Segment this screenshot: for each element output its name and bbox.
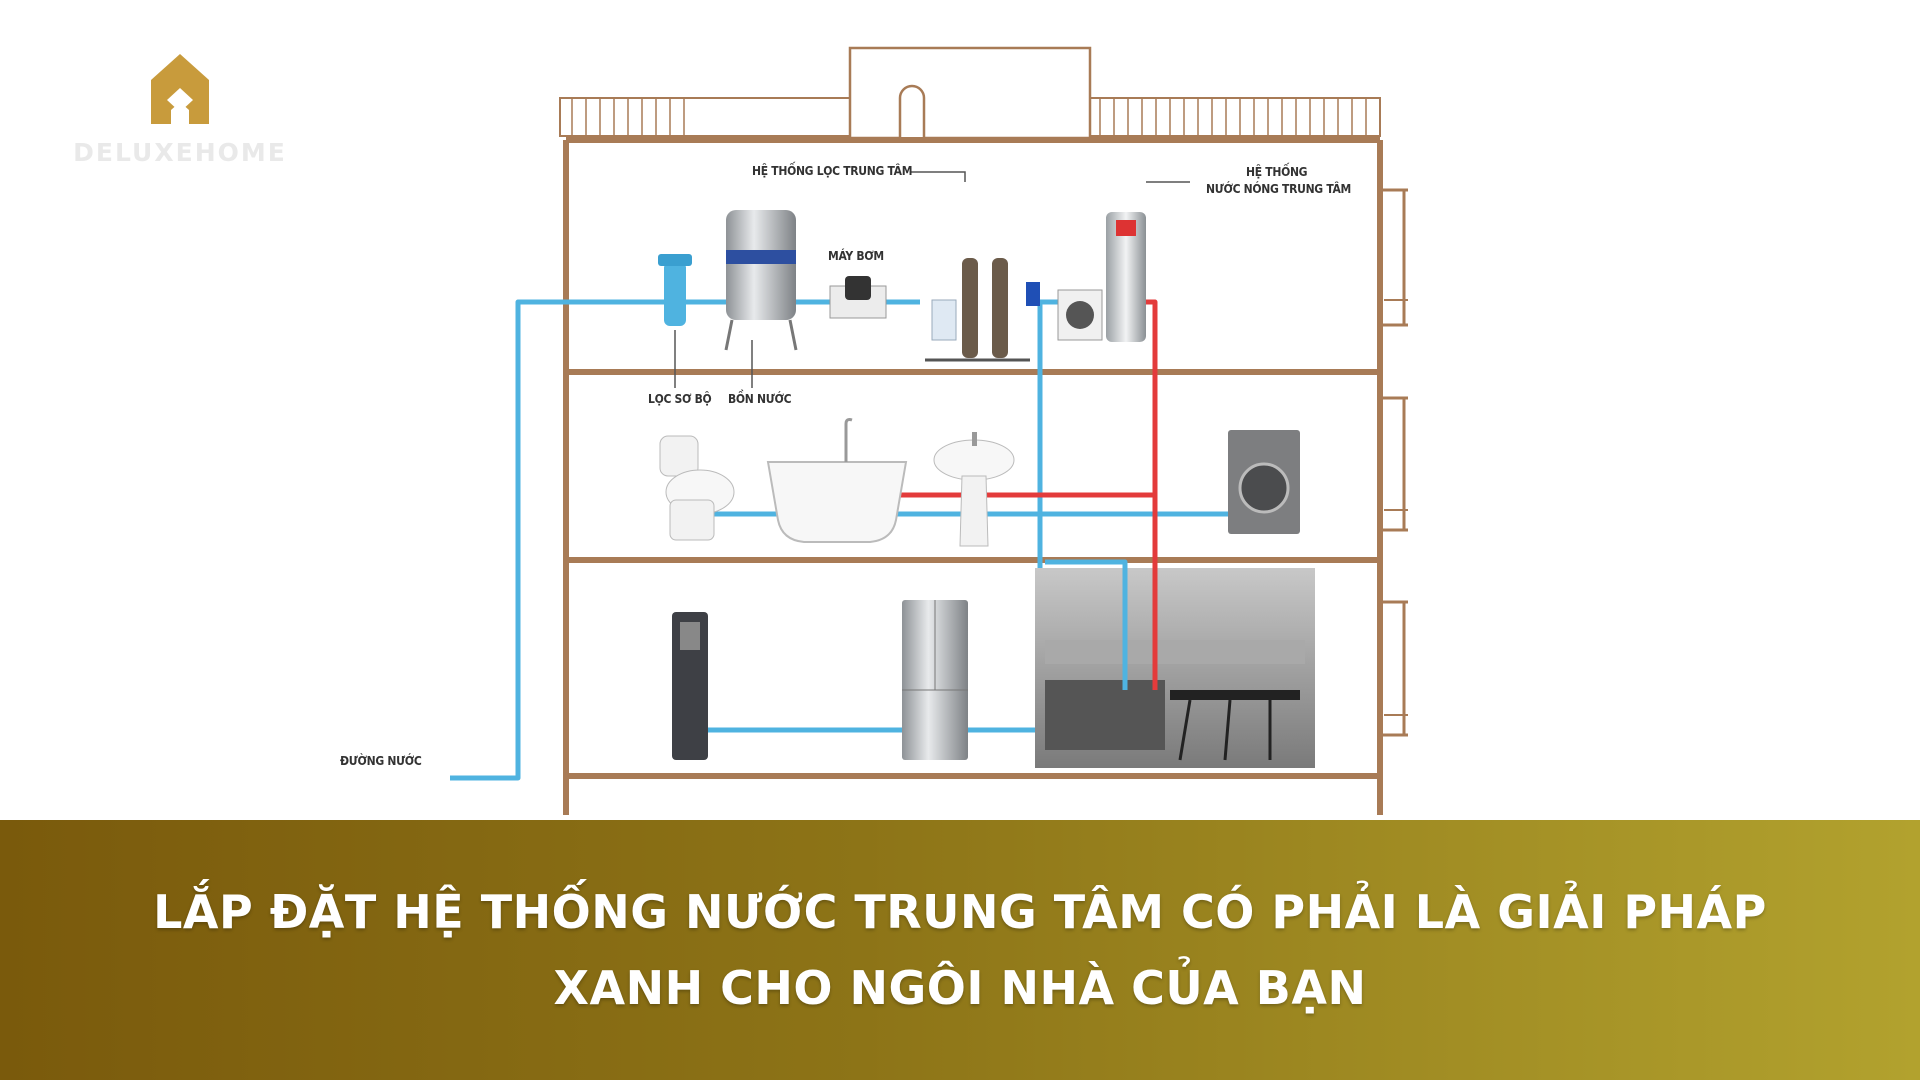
hot-water-heater bbox=[1057, 212, 1146, 342]
label-pre-filter: LỌC SƠ BỘ bbox=[648, 392, 712, 406]
bathtub bbox=[766, 418, 908, 543]
banner-title-line-1: LẮP ĐẶT HỆ THỐNG NƯỚC TRUNG TÂM CÓ PHẢI … bbox=[153, 885, 1767, 939]
building-frame bbox=[563, 137, 1383, 815]
refrigerator bbox=[902, 600, 968, 760]
banner-title-line-2: XANH CHO NGÔI NHÀ CỦA BẠN bbox=[553, 961, 1367, 1015]
central-filter-unit bbox=[925, 258, 1040, 362]
water-pump bbox=[829, 276, 887, 319]
label-water-tank: BỒN NƯỚC bbox=[728, 392, 792, 406]
label-hot-water-line1: HỆ THỐNG bbox=[1246, 165, 1308, 179]
house-cross-section bbox=[450, 46, 1408, 815]
brand-name: DELUXEHOME bbox=[73, 138, 287, 167]
water-dispenser bbox=[672, 612, 708, 760]
water-tank bbox=[724, 210, 798, 351]
label-hot-water-line2: NƯỚC NÓNG TRUNG TÂM bbox=[1206, 182, 1351, 196]
label-pump: MÁY BƠM bbox=[828, 249, 884, 263]
sink bbox=[933, 432, 1015, 547]
label-water-line: ĐƯỜNG NƯỚC bbox=[340, 754, 422, 768]
house-logo-icon bbox=[151, 54, 209, 124]
toilet bbox=[659, 435, 735, 541]
water-system-diagram: HỆ THỐNG LỌC TRUNG TÂM HỆ THỐNG NƯỚC NÓN… bbox=[340, 46, 1408, 815]
leader-lines bbox=[674, 171, 1190, 388]
roof-attic bbox=[848, 46, 1092, 140]
washing-machine bbox=[1228, 430, 1300, 534]
roof-railing-bars bbox=[571, 98, 1367, 136]
pre-filter bbox=[658, 254, 692, 326]
label-central-filter: HỆ THỐNG LỌC TRUNG TÂM bbox=[752, 164, 913, 178]
kitchen-photo bbox=[1035, 562, 1315, 768]
title-banner: LẮP ĐẶT HỆ THỐNG NƯỚC TRUNG TÂM CÓ PHẢI … bbox=[0, 820, 1920, 1080]
brand-logo: DELUXEHOME bbox=[70, 52, 290, 167]
balconies bbox=[1380, 188, 1408, 737]
